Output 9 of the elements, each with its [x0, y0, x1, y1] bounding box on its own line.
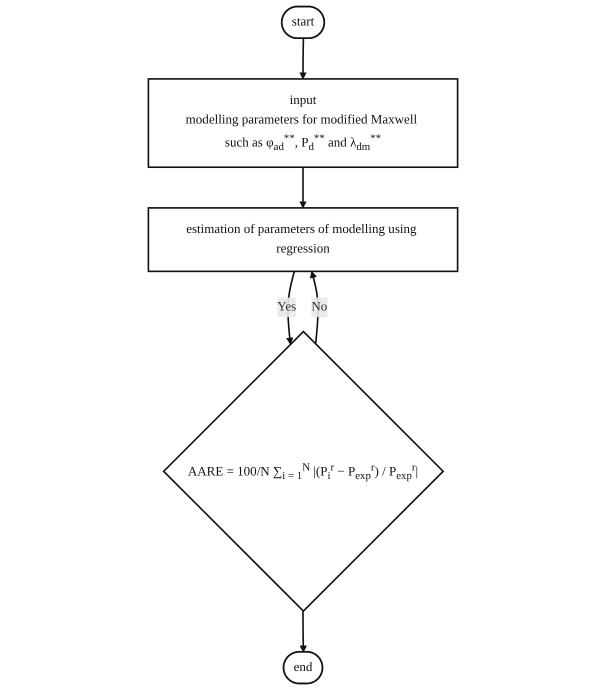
- node-box: estimation of parameters of modelling using regression: [148, 207, 458, 272]
- arrow: [286, 271, 296, 345]
- edge-label: No: [311, 300, 328, 314]
- edge-label: Yes: [277, 300, 296, 314]
- arrow: [300, 611, 307, 652]
- arrow: [310, 271, 319, 344]
- arrow: [299, 38, 307, 80]
- node-diamond: AARE = 100/N ∑$_{i = 1}$$^{N}$ |(P$_{i}$$^{r}$ − P$_{exp}$$^{r}$) / P$_{exp}$$^{r}$|: [162, 330, 444, 612]
- arrow: [299, 167, 307, 208]
